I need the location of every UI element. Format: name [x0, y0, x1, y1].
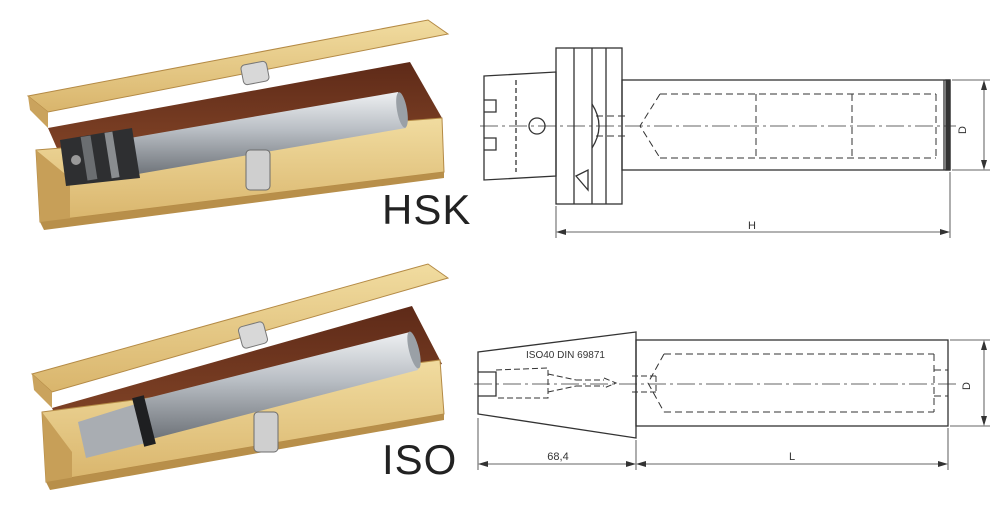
- iso-technical-drawing: [474, 331, 990, 470]
- iso-shank: [635, 339, 949, 427]
- hsk-box-lid: [26, 19, 450, 128]
- iso-box-latch: [253, 411, 279, 453]
- hsk-heading: HSK: [382, 186, 472, 233]
- iso-dim-d-label: D: [961, 382, 973, 390]
- iso-box-lid: [30, 263, 450, 408]
- hsk-tool-photo: [60, 92, 408, 186]
- hsk-dim-d-label: D: [957, 126, 969, 134]
- iso-standard-label: ISO40 DIN 69871: [526, 350, 605, 361]
- iso-dim-taper-label: 68,4: [547, 451, 568, 463]
- hsk-technical-drawing: [480, 47, 990, 238]
- hsk-box-latch: [245, 149, 271, 191]
- iso-lid-hinge: [237, 321, 269, 349]
- iso-tool-photo: [78, 331, 421, 458]
- iso-taper: [477, 331, 637, 439]
- hsk-dim-h-label: H: [748, 220, 756, 232]
- iso-heading: ISO: [382, 436, 458, 483]
- iso-dim-l-label: L: [789, 451, 795, 463]
- hsk-lid-hinge: [240, 60, 270, 86]
